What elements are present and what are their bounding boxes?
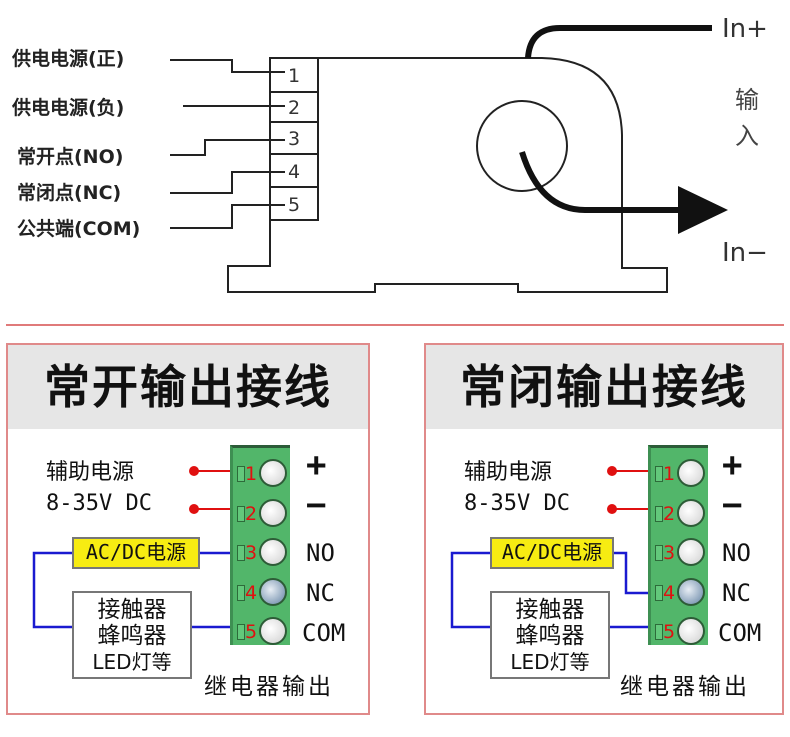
label-normally-closed: 常闭点(NC) [17, 182, 122, 204]
terminal-screw-4 [259, 578, 287, 606]
wiring-lines [32, 466, 244, 629]
aux-power-dot-positive [189, 466, 199, 476]
input-plus-label: In+ [722, 14, 768, 44]
terminal-label-no: NO [722, 539, 751, 567]
leader-line-3 [170, 139, 285, 156]
terminal-screw-3 [677, 538, 705, 566]
pin-number-5: 5 [287, 194, 301, 216]
leader-line-4 [170, 171, 285, 194]
terminal-label-nc: NC [722, 579, 751, 607]
input-vertical-label-2: 入 [735, 122, 759, 150]
wire-ac-dc-to-nc [614, 551, 662, 595]
load-box: 接触器 蜂鸣器 LED灯等 [490, 591, 610, 679]
terminal-screw-5 [259, 617, 287, 645]
label-common: 公共端(COM) [17, 218, 141, 240]
terminal-label-com: COM [302, 619, 346, 647]
terminal-screw-2 [677, 499, 705, 527]
input-vertical-label-1: 输 [735, 86, 759, 114]
terminal-label-minus: − [306, 485, 327, 525]
terminal-number-3: 3 [663, 542, 676, 564]
terminal-label-no: NO [306, 539, 335, 567]
aux-power-label: 辅助电源 [464, 460, 553, 485]
load-box-line-1: 接触器 [515, 597, 585, 623]
relay-output-label: 继电器输出 [620, 674, 750, 700]
terminal-screw-4 [677, 578, 705, 606]
terminal-number-3: 3 [245, 542, 258, 564]
terminal-label-plus: + [722, 445, 743, 485]
ac-dc-power-box: AC/DC电源 [72, 537, 200, 569]
terminal-label-com: COM [718, 619, 762, 647]
aux-power-dot-negative [607, 504, 617, 514]
terminal-number-2: 2 [245, 503, 258, 525]
arrow-head-icon [678, 186, 728, 234]
terminal-screw-5 [677, 617, 705, 645]
terminal-screw-2 [259, 499, 287, 527]
load-box-line-3: LED灯等 [92, 650, 172, 674]
aux-power-label: 辅助电源 [46, 460, 135, 485]
load-box-line-2: 蜂鸣器 [97, 623, 167, 649]
leader-line-5 [170, 204, 285, 229]
aux-power-dot-positive [607, 466, 617, 476]
input-wire-through [519, 151, 680, 213]
leader-line-1 [170, 59, 285, 73]
wire-loop-left [450, 551, 492, 629]
label-normally-open: 常开点(NO) [17, 146, 124, 168]
sensor-outline-drawing [170, 25, 728, 293]
label-power-positive: 供电电源(正) [12, 48, 125, 70]
panel-normally-closed: 常闭输出接线 辅助电源 8-35V DC AC/DC电源 接触器 蜂鸣器 LED… [424, 343, 784, 715]
terminal-label-nc: NC [306, 579, 335, 607]
terminal-screw-1 [677, 459, 705, 487]
panel-title: 常开输出接线 [44, 360, 332, 414]
terminal-label-plus: + [306, 445, 327, 485]
aux-power-voltage: 8-35V DC [464, 491, 570, 516]
terminal-number-4: 4 [245, 582, 258, 604]
terminal-screw-1 [259, 459, 287, 487]
input-wire-plus [525, 25, 712, 59]
pin-number-2: 2 [287, 97, 301, 119]
load-box: 接触器 蜂鸣器 LED灯等 [72, 591, 192, 679]
label-power-negative: 供电电源(负) [12, 97, 125, 119]
terminal-block: 1 2 3 4 5 [230, 445, 290, 645]
terminal-number-5: 5 [245, 621, 258, 643]
relay-output-label: 继电器输出 [204, 674, 334, 700]
load-box-line-3: LED灯等 [510, 650, 590, 674]
terminal-number-1: 1 [245, 463, 258, 485]
pin-number-3: 3 [287, 128, 301, 150]
terminal-label-minus: − [722, 485, 743, 525]
panel-header: 常闭输出接线 [426, 345, 782, 429]
sensor-housing [227, 57, 668, 293]
pin-number-1: 1 [287, 65, 301, 87]
terminal-number-5: 5 [663, 621, 676, 643]
load-box-line-2: 蜂鸣器 [515, 623, 585, 649]
input-minus-label: In− [722, 238, 768, 268]
sensor-hole [476, 100, 568, 192]
terminal-screw-3 [259, 538, 287, 566]
terminal-number-4: 4 [663, 582, 676, 604]
ac-dc-power-box: AC/DC电源 [490, 537, 614, 569]
aux-power-voltage: 8-35V DC [46, 491, 152, 516]
terminal-block: 1 2 3 4 5 [648, 445, 708, 645]
section-divider [6, 324, 784, 326]
terminal-number-2: 2 [663, 503, 676, 525]
terminal-number-1: 1 [663, 463, 676, 485]
pin-number-4: 4 [287, 161, 301, 183]
panel-normally-open: 常开输出接线 辅助电源 8-35V DC AC/DC电源 接触器 蜂鸣器 LED… [6, 343, 370, 715]
wire-loop-left [32, 551, 74, 629]
panel-header: 常开输出接线 [8, 345, 368, 429]
panel-title: 常闭输出接线 [460, 360, 748, 414]
aux-power-dot-negative [189, 504, 199, 514]
load-box-line-1: 接触器 [97, 597, 167, 623]
